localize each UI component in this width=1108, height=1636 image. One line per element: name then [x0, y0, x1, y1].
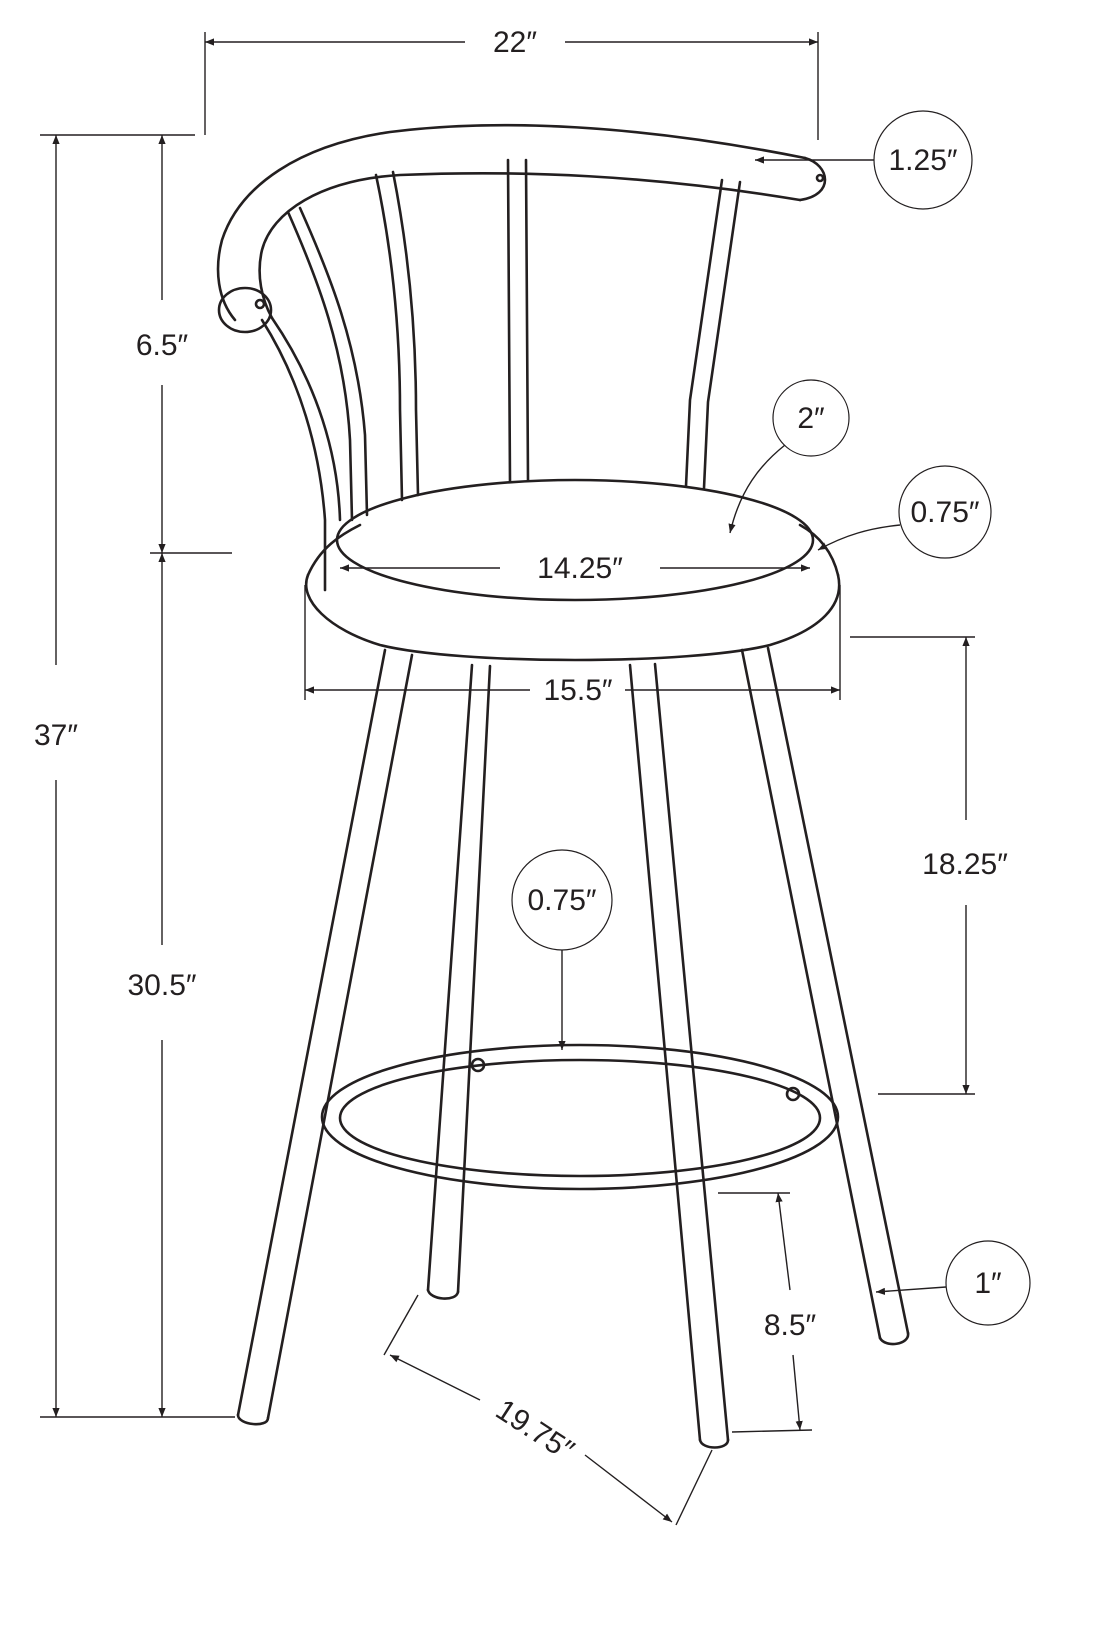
seat-diameter-label: 14.25″	[537, 552, 623, 585]
footrest-ring	[320, 1043, 840, 1191]
footrest-height-label: 8.5″	[764, 1309, 817, 1342]
overall-width-label: 22″	[493, 26, 537, 59]
leg-span-label: 19.75″	[490, 1393, 580, 1468]
stool-illustration	[216, 123, 910, 1449]
seat-frame-tube-label: 0.75″	[910, 496, 979, 529]
dim-footrest-height: 8.5″	[718, 1192, 817, 1433]
callout-seat-thickness: 2″	[728, 379, 850, 534]
back-spindles	[286, 158, 742, 522]
overall-height-label: 37″	[34, 719, 78, 752]
back-height-label: 6.5″	[136, 329, 189, 362]
back-rail	[216, 123, 827, 334]
dim-seat-height: 30.5″	[127, 553, 197, 1417]
callout-leg-tube: 1″	[875, 1240, 1031, 1326]
dim-seat-frame-diameter: 15.5″	[304, 585, 841, 707]
back-post	[260, 316, 342, 592]
callout-footrest-tube: 0.75″	[511, 849, 613, 1050]
seat-height-label: 30.5″	[127, 969, 196, 1002]
seat-to-footrest-label: 18.25″	[922, 848, 1008, 881]
callout-seat-frame-tube: 0.75″	[817, 465, 992, 559]
footrest-tube-label: 0.75″	[527, 884, 596, 917]
callout-back-rail-tube: 1.25″	[755, 110, 973, 210]
dim-seat-to-footrest: 18.25″	[850, 636, 1008, 1095]
seat-frame-diameter-label: 15.5″	[543, 674, 612, 707]
leg-tube-label: 1″	[974, 1267, 1002, 1300]
dim-back-height: 6.5″	[136, 135, 232, 554]
dim-seat-diameter: 14.25″	[340, 552, 810, 585]
seat-thickness-label: 2″	[797, 402, 825, 435]
legs	[236, 646, 910, 1449]
seat	[305, 478, 841, 662]
dim-overall-height: 37″	[34, 134, 235, 1418]
dim-overall-width: 22″	[204, 26, 819, 140]
back-rail-tube-label: 1.25″	[888, 144, 957, 177]
dim-leg-span: 19.75″	[383, 1294, 713, 1526]
